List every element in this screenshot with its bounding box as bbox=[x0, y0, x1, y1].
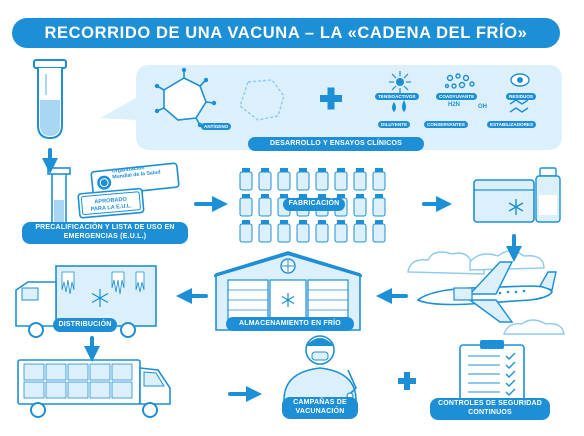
cargo-box bbox=[67, 363, 89, 381]
cargo-box bbox=[89, 363, 111, 381]
distribution-label: DISTRIBUCIÓN bbox=[53, 318, 117, 332]
check-icon bbox=[505, 370, 516, 378]
campaigns-label: CAMPAÑAS DE VACUNACIÓN bbox=[282, 397, 358, 419]
vial bbox=[315, 171, 329, 191]
vial bbox=[239, 171, 253, 191]
cargo-box bbox=[111, 363, 133, 381]
vial bbox=[372, 197, 386, 217]
vial-cap bbox=[299, 194, 307, 198]
check-icon bbox=[505, 388, 516, 396]
plus-icon bbox=[398, 372, 416, 390]
chem-oh-label: OH bbox=[478, 104, 487, 110]
vial-cap bbox=[261, 220, 269, 224]
vial-cap bbox=[242, 220, 250, 224]
vial-cap bbox=[356, 194, 364, 198]
vial bbox=[239, 197, 253, 217]
check-icon bbox=[505, 361, 516, 369]
vial bbox=[296, 223, 310, 243]
cargo-box bbox=[23, 363, 45, 381]
cargo-box bbox=[45, 363, 67, 381]
check-icon bbox=[505, 379, 516, 387]
van-icon bbox=[17, 359, 171, 418]
vial bbox=[258, 197, 272, 217]
vial-cap bbox=[280, 220, 288, 224]
prequalification-illustration bbox=[47, 162, 180, 231]
vial-cap bbox=[337, 194, 345, 198]
ingredient-label: ESTABILIZADORES bbox=[487, 121, 537, 128]
vial bbox=[353, 171, 367, 191]
vial bbox=[277, 223, 291, 243]
refrigerated-truck-icon bbox=[15, 265, 157, 338]
prequalification-label: PRECALIFICACIÓN Y LISTA DE USO EN EMERGE… bbox=[22, 222, 188, 244]
development-label: DESARROLLO Y ENSAYOS CLÍNICOS bbox=[248, 137, 424, 151]
virus-icon bbox=[154, 67, 217, 128]
vial bbox=[315, 223, 329, 243]
cargo-box bbox=[89, 381, 111, 399]
vial-cap bbox=[261, 168, 269, 172]
vial bbox=[353, 223, 367, 243]
antigen-label: ANTÍGENO bbox=[201, 123, 232, 130]
vial-cap bbox=[318, 194, 326, 198]
vaccine-bottle-icon bbox=[535, 167, 561, 223]
ingredient-icons bbox=[389, 71, 530, 113]
cargo-box bbox=[45, 381, 67, 399]
vial-cap bbox=[356, 168, 364, 172]
vial bbox=[258, 223, 272, 243]
vial-cap bbox=[356, 220, 364, 224]
ingredient-label: COADYUVANTE bbox=[436, 93, 478, 100]
vial bbox=[334, 171, 348, 191]
vial bbox=[239, 223, 253, 243]
controls-label: CONTROLES DE SEGURIDAD CONTINUOS bbox=[430, 398, 550, 420]
cargo-box bbox=[111, 381, 133, 399]
cargo-box bbox=[23, 381, 45, 399]
page-title: RECORRIDO DE UNA VACUNA – LA «CADENA DEL… bbox=[12, 18, 560, 48]
vial bbox=[258, 171, 272, 191]
ingredient-label: RESIDUOS bbox=[506, 93, 536, 100]
health-worker-icon bbox=[283, 335, 357, 401]
vial-cap bbox=[375, 220, 383, 224]
vial bbox=[372, 223, 386, 243]
vial-grid-icon bbox=[239, 168, 386, 243]
vial-cap bbox=[318, 220, 326, 224]
ingredient-label: DILUYENTE bbox=[378, 121, 411, 128]
chem-formula-label: H2N bbox=[448, 102, 461, 108]
ingredient-label: CONSERVANTES bbox=[424, 121, 468, 128]
cooler-box-icon bbox=[473, 179, 535, 223]
arrow-icon bbox=[42, 148, 522, 402]
vial-cap bbox=[280, 194, 288, 198]
vial bbox=[334, 223, 348, 243]
vial bbox=[372, 171, 386, 191]
vial bbox=[296, 171, 310, 191]
vial-cap bbox=[261, 194, 269, 198]
ingredient-label: TENSIOACTIVOS bbox=[375, 93, 419, 100]
vial-cap bbox=[337, 168, 345, 172]
vial-cap bbox=[242, 168, 250, 172]
vial-cap bbox=[375, 168, 383, 172]
airplane-icon bbox=[416, 261, 557, 323]
vial-cap bbox=[318, 168, 326, 172]
vial bbox=[277, 171, 291, 191]
vial-cap bbox=[337, 220, 345, 224]
plus-icon bbox=[320, 87, 342, 110]
vial-cap bbox=[299, 168, 307, 172]
test-tube-icon bbox=[33, 59, 67, 140]
check-icon bbox=[505, 352, 516, 360]
manufacturing-label: FABRICACIÓN bbox=[283, 198, 345, 211]
cargo-box bbox=[67, 381, 89, 399]
vial-cap bbox=[242, 194, 250, 198]
checklist-clipboard-icon bbox=[459, 340, 525, 406]
storage-label: ALMACENAMIENTO EN FRÍO bbox=[226, 317, 354, 331]
vial-cap bbox=[280, 168, 288, 172]
vial bbox=[353, 197, 367, 217]
vial-cap bbox=[375, 194, 383, 198]
vial-cap bbox=[299, 220, 307, 224]
